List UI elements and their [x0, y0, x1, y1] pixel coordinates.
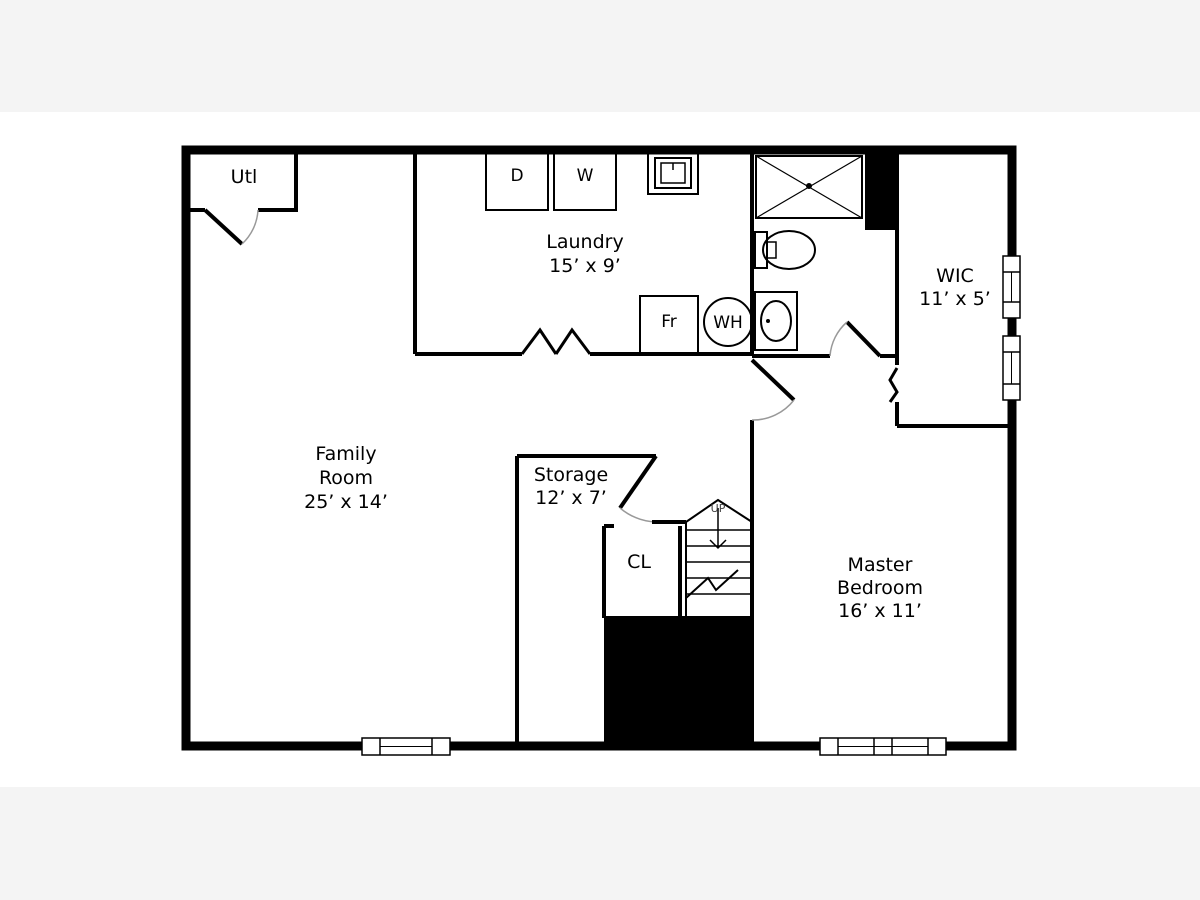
- window-family-room: [361, 737, 451, 756]
- bath-sink: [754, 291, 798, 351]
- storage-door[interactable]: [618, 454, 658, 523]
- family-room-size: 25’ x 14’: [304, 491, 388, 513]
- master-bedroom-label-line2: Bedroom: [837, 577, 923, 599]
- solid-core-block: [604, 618, 754, 746]
- window-wic-upper: [1002, 255, 1021, 319]
- wic-bifold-door[interactable]: [888, 367, 899, 403]
- floor-plan-drawing: D W Fr WH: [181, 145, 1021, 756]
- wic-label: WIC: [936, 265, 974, 287]
- bath-door[interactable]: [829, 320, 882, 358]
- window-master-bedroom: [819, 737, 947, 756]
- utility-label: Utl: [231, 166, 258, 188]
- washer-label: W: [577, 166, 594, 186]
- master-bedroom-size: 16’ x 11’: [838, 600, 922, 622]
- floor-plan: D W Fr WH: [0, 112, 1200, 787]
- toilet: [754, 230, 816, 270]
- master-bedroom-label-line1: Master: [848, 554, 913, 576]
- window-wic-lower: [1002, 335, 1021, 401]
- shower: [755, 155, 863, 219]
- dryer-label: D: [510, 166, 523, 186]
- bedroom-door[interactable]: [750, 358, 796, 421]
- stairs[interactable]: UP: [685, 498, 753, 618]
- storage-label: Storage: [534, 464, 608, 486]
- stairs-up-label: UP: [711, 502, 726, 515]
- dryer: D: [485, 149, 549, 211]
- washer: W: [553, 149, 617, 211]
- laundry-label: Laundry: [546, 231, 623, 253]
- bath-chase: [865, 150, 897, 230]
- storage-size: 12’ x 7’: [535, 487, 607, 509]
- water-heater: WH: [703, 297, 753, 347]
- closet-label: CL: [627, 551, 651, 573]
- laundry-size: 15’ x 9’: [549, 255, 621, 277]
- laundry-sink: [647, 151, 699, 195]
- utility-door[interactable]: [203, 208, 259, 246]
- freezer: Fr: [639, 295, 699, 355]
- laundry-bifold-door[interactable]: [520, 327, 592, 355]
- utility-walls: [258, 150, 298, 212]
- wic-size: 11’ x 5’: [919, 288, 991, 310]
- water-heater-label: WH: [713, 313, 743, 333]
- family-room-label-line1: Family: [315, 443, 376, 465]
- family-room-label-line2: Room: [319, 467, 373, 489]
- freezer-label: Fr: [661, 312, 677, 332]
